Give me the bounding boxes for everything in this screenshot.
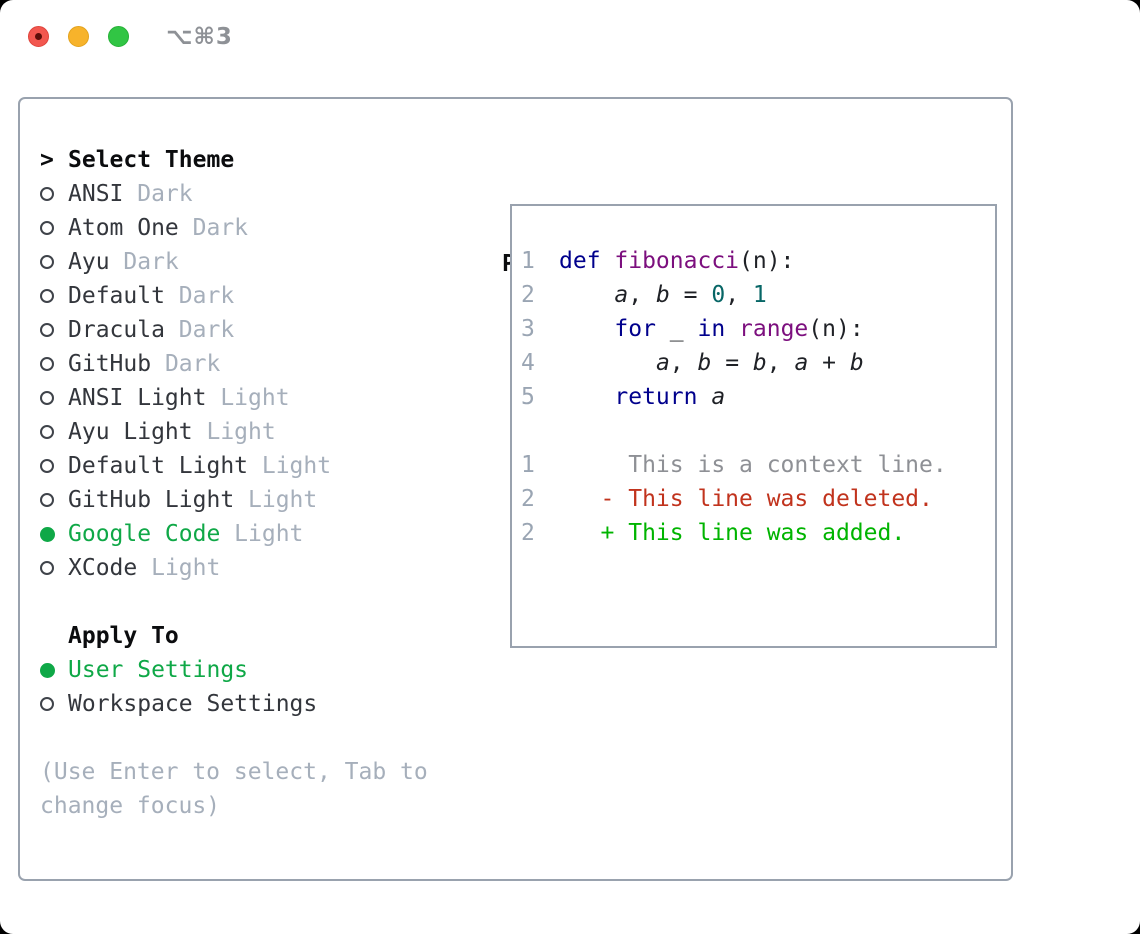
radio-icon (40, 449, 68, 483)
radio-icon (40, 415, 68, 449)
apply-to-header: Apply To (68, 623, 179, 649)
diff-added-line: 2 + This line was added. (521, 520, 906, 546)
code-line: 1 def fibonacci(n): (521, 248, 795, 274)
diff-context-line: 1 This is a context line. (521, 452, 947, 478)
theme-option-dracula-dark[interactable]: Dracula Dark (40, 313, 428, 347)
radio-icon (40, 483, 68, 517)
radio-icon (40, 313, 68, 347)
theme-option-xcode-light[interactable]: XCode Light (40, 551, 428, 585)
main-panel: > Select Theme ANSI Dark Atom One Dark A… (18, 97, 1013, 881)
code-line-blank (521, 414, 995, 448)
spacer (40, 585, 428, 619)
help-text-line2: change focus) (40, 793, 221, 819)
theme-option-ayu-dark[interactable]: Ayu Dark (40, 245, 428, 279)
apply-to-workspace-settings[interactable]: Workspace Settings (40, 687, 428, 721)
zoom-button[interactable] (108, 26, 129, 47)
radio-icon (40, 347, 68, 381)
theme-option-ansi-light[interactable]: ANSI Light Light (40, 381, 428, 415)
radio-icon (40, 551, 68, 585)
radio-selected-icon (40, 653, 68, 687)
theme-list-header: > Select Theme (40, 143, 428, 177)
theme-option-github-dark[interactable]: GitHub Dark (40, 347, 428, 381)
radio-icon (40, 211, 68, 245)
code-line: 5 return a (521, 384, 726, 410)
page-title: Select Theme (68, 147, 235, 173)
preview-box: 1 def fibonacci(n): 2 a, b = 0, 1 3 for … (510, 204, 997, 648)
diff-deleted-line: 2 - This line was deleted. (521, 486, 933, 512)
radio-icon (40, 245, 68, 279)
help-text-line1: (Use Enter to select, Tab to (40, 759, 428, 785)
theme-option-atom-one-dark[interactable]: Atom One Dark (40, 211, 428, 245)
code-line: 2 a, b = 0, 1 (521, 282, 767, 308)
caret-icon: > (40, 147, 54, 173)
code-line: 4 a, b = b, a + b (521, 350, 864, 376)
theme-option-google-code-light[interactable]: Google Code Light (40, 517, 428, 551)
theme-option-ayu-light[interactable]: Ayu Light Light (40, 415, 428, 449)
radio-selected-icon (40, 517, 68, 551)
minimize-button[interactable] (68, 26, 89, 47)
radio-icon (40, 687, 68, 721)
spacer (40, 721, 428, 755)
theme-option-github-light[interactable]: GitHub Light Light (40, 483, 428, 517)
theme-option-default-light[interactable]: Default Light Light (40, 449, 428, 483)
radio-icon (40, 279, 68, 313)
radio-icon (40, 177, 68, 211)
theme-option-default-dark[interactable]: Default Dark (40, 279, 428, 313)
theme-option-ansi-dark[interactable]: ANSI Dark (40, 177, 428, 211)
apply-to-user-settings[interactable]: User Settings (40, 653, 428, 687)
radio-icon (40, 381, 68, 415)
close-button[interactable] (28, 26, 49, 47)
window-shortcut-label: ⌥⌘3 (166, 24, 233, 50)
theme-list: > Select Theme ANSI Dark Atom One Dark A… (40, 143, 428, 823)
code-line: 3 for _ in range(n): (521, 316, 864, 342)
